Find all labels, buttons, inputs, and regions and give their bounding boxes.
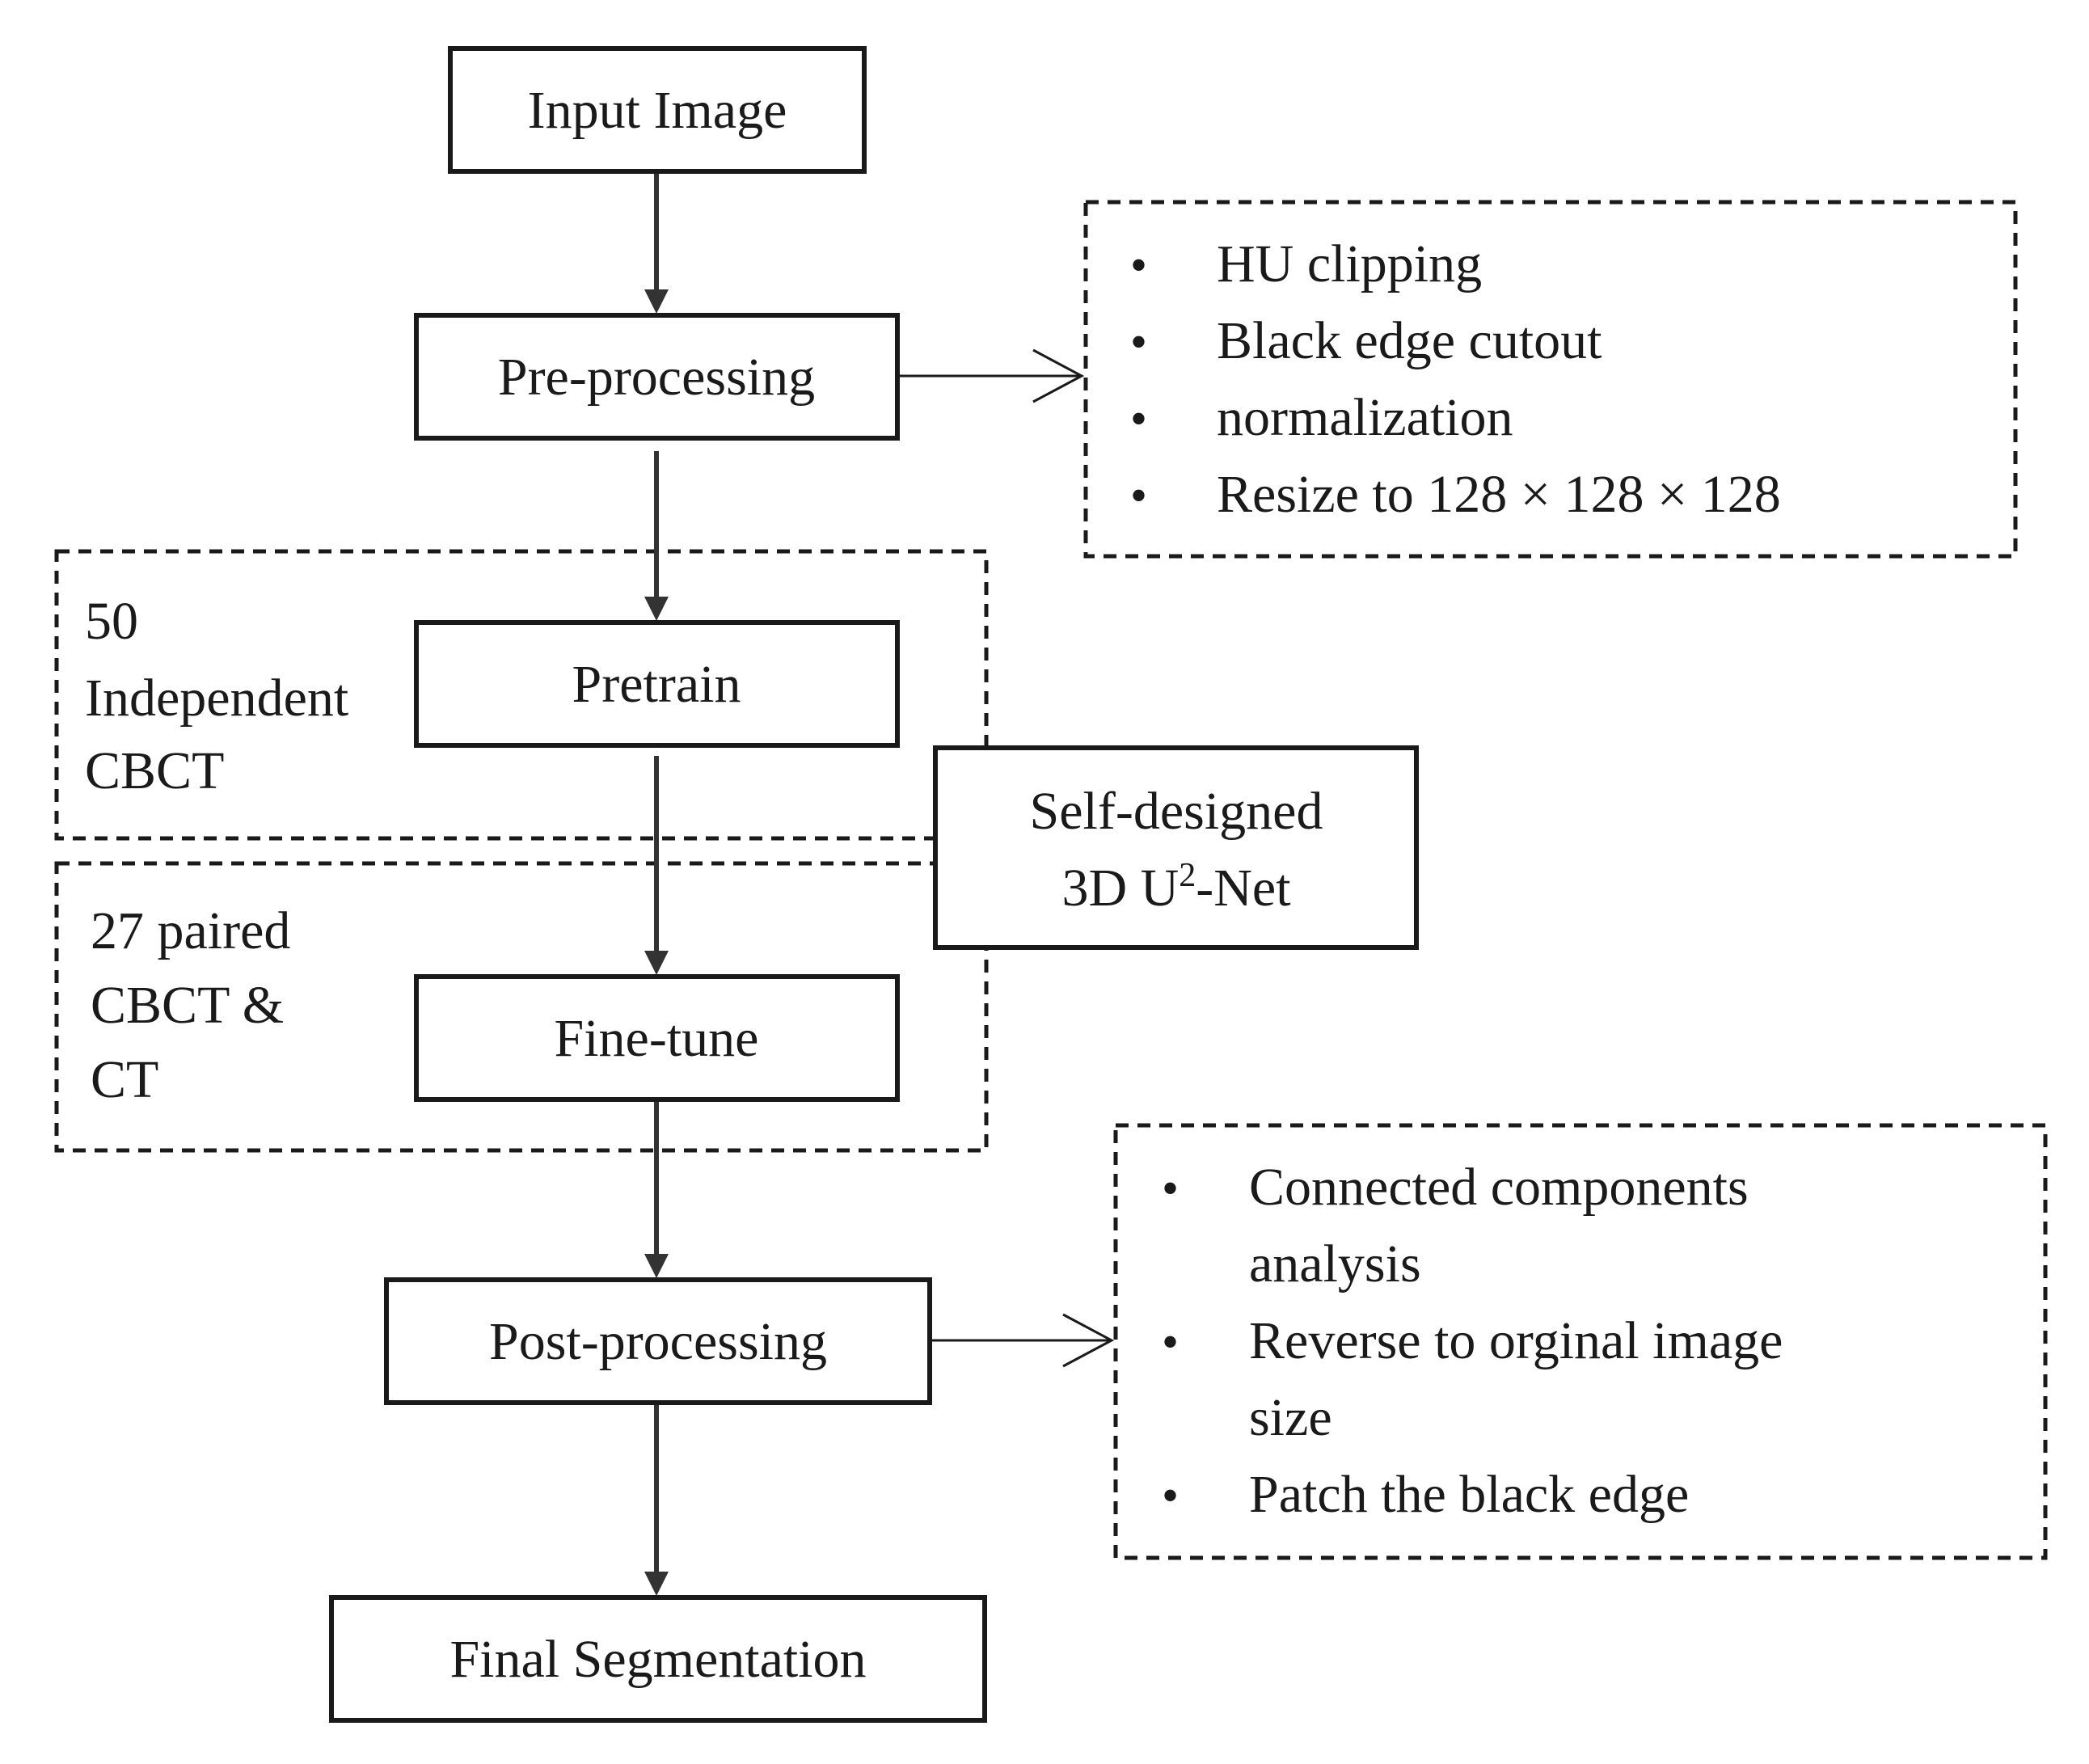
pretrain-label: Pretrain bbox=[572, 655, 741, 714]
postprocessing-step-1-line-1: Connected components bbox=[1249, 1158, 1749, 1217]
pretrain-group-line-1: 50 bbox=[85, 592, 138, 651]
postprocessing-step-3-line-1: Patch the black edge bbox=[1249, 1465, 1689, 1524]
network-label-line-1: Self-designed bbox=[1030, 782, 1323, 841]
postprocessing-bullet-3: • bbox=[1162, 1469, 1179, 1522]
finetune-box bbox=[414, 974, 900, 1102]
preprocessing-bullet-1: • bbox=[1130, 238, 1147, 292]
preprocessing-step-1: HU clipping bbox=[1217, 234, 1482, 293]
postprocessing-bullet-2: • bbox=[1162, 1315, 1179, 1369]
finetune-group-line-3: CT bbox=[91, 1050, 158, 1109]
network-box bbox=[933, 745, 1419, 950]
preprocessing-step-2: Black edge cutout bbox=[1217, 311, 1602, 370]
postprocessing-steps-box bbox=[1113, 1123, 2048, 1560]
finetune-group-box bbox=[54, 861, 989, 1153]
network-label-line-2: 3D U2-Net bbox=[1061, 857, 1290, 918]
preprocessing-steps-box bbox=[1083, 200, 2018, 559]
postprocessing-label: Post-processing bbox=[489, 1312, 827, 1371]
postprocessing-step-2-line-2: size bbox=[1249, 1388, 1332, 1447]
preprocessing-step-3: normalization bbox=[1217, 388, 1513, 447]
postprocessing-step-2-line-1: Reverse to orginal image bbox=[1249, 1311, 1783, 1370]
pretrain-group-box bbox=[54, 549, 989, 841]
postprocessing-bullet-1: • bbox=[1162, 1162, 1179, 1215]
finetune-group-line-2: CBCT & bbox=[91, 976, 284, 1035]
preprocessing-step-4: Resize to 128 × 128 × 128 bbox=[1217, 465, 1781, 524]
input-image-box bbox=[448, 46, 867, 174]
network-label-superscript: 2 bbox=[1179, 857, 1196, 894]
preprocessing-box bbox=[414, 313, 900, 441]
final-segmentation-box bbox=[329, 1595, 987, 1723]
preprocessing-bullet-2: • bbox=[1130, 315, 1147, 369]
network-label-suffix: -Net bbox=[1196, 859, 1290, 918]
pretrain-group-line-3: CBCT bbox=[85, 741, 224, 800]
postprocessing-step-1-line-2: analysis bbox=[1249, 1234, 1421, 1293]
input-image-label: Input Image bbox=[528, 81, 787, 140]
finetune-label: Fine-tune bbox=[555, 1009, 759, 1068]
arrow-preprocessing-to-steps-head bbox=[1032, 348, 1085, 403]
preprocessing-bullet-3: • bbox=[1130, 392, 1147, 445]
preprocessing-bullet-4: • bbox=[1130, 469, 1147, 522]
network-label-prefix: 3D U bbox=[1061, 859, 1179, 918]
finetune-group-line-1: 27 paired bbox=[91, 901, 290, 960]
pretrain-group-line-2: Independent bbox=[85, 669, 348, 728]
preprocessing-label: Pre-processing bbox=[498, 348, 815, 407]
final-segmentation-label: Final Segmentation bbox=[449, 1630, 866, 1689]
pretrain-box bbox=[414, 620, 900, 748]
arrow-postprocessing-to-steps-head bbox=[1062, 1313, 1115, 1368]
postprocessing-box bbox=[384, 1277, 932, 1405]
